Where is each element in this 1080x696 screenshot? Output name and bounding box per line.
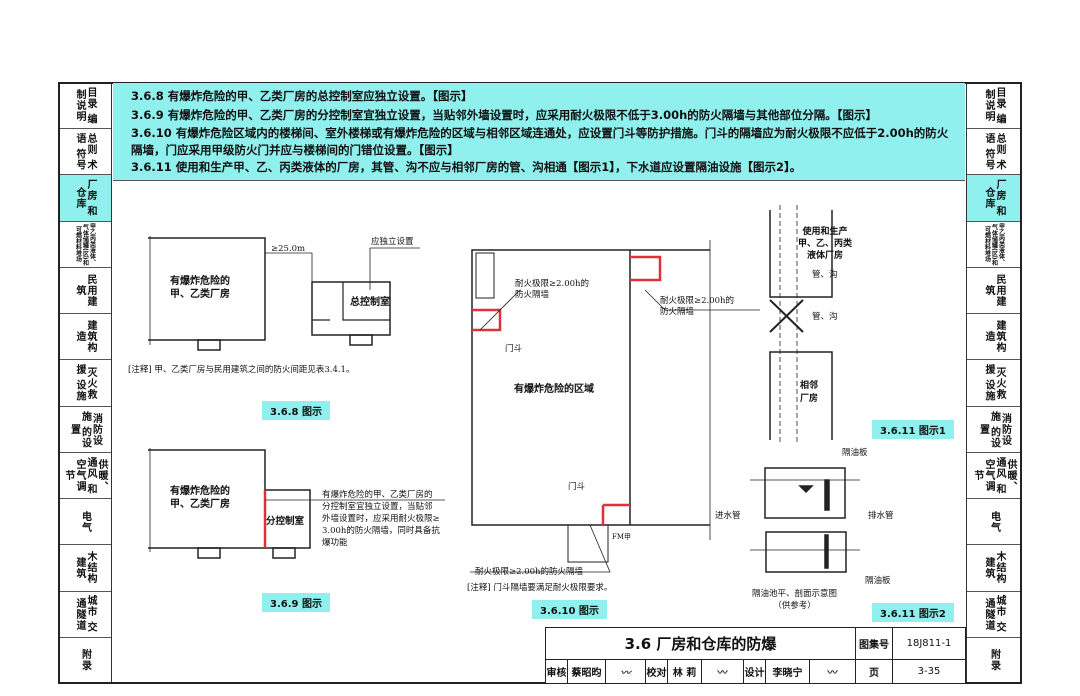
fig3611-inlet: 进水管 — [715, 511, 741, 521]
nav-tab[interactable]: 附录 — [988, 649, 1000, 672]
fig3610-note: [注释] 门斗隔墙要满足耐火极限要求。 — [467, 583, 613, 593]
fig3610-vestibule: 门斗 — [505, 344, 523, 354]
clause-3-6-11: 3.6.11 使用和生产甲、乙、丙类液体的厂房，其管、沟不应与相邻厂房的管、沟相… — [131, 160, 802, 174]
nav-tab[interactable]: 建筑构造 — [59, 314, 111, 361]
nav-tab[interactable]: 城市 交通隧道 — [59, 592, 111, 638]
atlas-label: 图集号 — [856, 628, 893, 659]
clause-3-6-8: 3.6.8 有爆炸危险的甲、乙类厂房的总控制室应独立设置。【图示】 — [131, 89, 473, 103]
fig368-note: [注释] 甲、乙类厂房与民用建筑之间的防火间距见表3.4.1。 — [128, 365, 355, 375]
fig3611-neighbor: 相邻 厂房 — [800, 381, 819, 404]
fig3611-baffle-top: 隔油板 — [842, 448, 868, 458]
nav-tab[interactable]: 电气 — [967, 499, 1021, 546]
nav-tab[interactable]: 甲乙丙类液体、气体储罐(区)和可燃材料堆场 — [967, 222, 1021, 268]
page-number: 3-35 — [917, 666, 941, 677]
nav-tab[interactable]: 灭火救援 设施 — [967, 360, 1021, 407]
reviewer-signature: 〰 — [606, 660, 646, 683]
fig3610-zone: 有爆炸危险的区域 — [514, 384, 594, 395]
fig368-caption: 3.6.8 图示 — [262, 401, 330, 420]
nav-tab[interactable]: 目录 编制说明 — [59, 83, 111, 130]
fig-3-6-10-plan — [470, 240, 760, 573]
fig-3-6-9-plan — [148, 448, 445, 559]
nav-tab[interactable]: 供暖、通风 和空气调节 — [967, 453, 1021, 500]
nav-tab[interactable]: 总则 术语 符号 — [59, 129, 111, 176]
fig3611-caption1: 3.6.11 图示1 — [872, 420, 954, 439]
fig368-callout: 应独立设置 — [371, 237, 414, 247]
nav-tab[interactable]: 总则 术语 符号 — [967, 129, 1021, 176]
fig3611-building: 使用和生产 甲、乙、丙类 液体厂房 — [798, 227, 853, 261]
reviewer-name: 蔡昭昀 — [568, 660, 606, 683]
fig3611-baffle-bottom: 隔油板 — [865, 576, 891, 586]
clause-3-6-10: 3.6.10 有爆炸危险区域内的楼梯间、室外楼梯或有爆炸危险的区域与相邻区域连通… — [131, 126, 949, 157]
nav-tab[interactable]: 甲乙丙类液体、气体储罐(区)和可燃材料堆场 — [59, 222, 111, 268]
nav-tab[interactable]: 民用建筑 — [59, 268, 111, 315]
fig368-room-label: 总控制室 — [350, 297, 390, 308]
nav-tab[interactable]: 民用建筑 — [967, 268, 1021, 315]
checker-name: 林 莉 — [668, 660, 702, 683]
fig3610-caption: 3.6.10 图示 — [532, 600, 607, 619]
fig3611-outlet: 排水管 — [868, 511, 894, 521]
nav-tab[interactable]: 目录 编制说明 — [967, 83, 1021, 130]
fig368-distance: ≥25.0m — [271, 244, 306, 254]
nav-tab[interactable]: 电气 — [59, 499, 111, 546]
fig369-callout: 有爆炸危险的甲、乙类厂房的 分控制室宜独立设置，当贴邻 外墙设置时，应采用耐火极… — [322, 490, 440, 548]
nav-tab[interactable]: 消防设施 的设置 — [59, 407, 111, 453]
fig368-building-label: 有爆炸危险的 甲、乙类厂房 — [170, 276, 230, 300]
design-label: 设计 — [744, 660, 766, 683]
checker-signature: 〰 — [702, 660, 744, 683]
nav-tab-active[interactable]: 厂房 和仓库 — [59, 175, 111, 222]
fig3611-trap-title: 隔油池平、剖面示意图 （供参考） — [752, 589, 838, 611]
clause-text-block: 3.6.8 有爆炸危险的甲、乙类厂房的总控制室应独立设置。【图示】 3.6.9 … — [113, 83, 965, 181]
fig3611-pipe1: 管、沟 — [812, 270, 838, 280]
fig3610-wall-bottom: 耐火极限≥2.00h的防火隔墙 — [475, 567, 584, 577]
nav-tab[interactable]: 供暖、通风 和空气调节 — [59, 453, 111, 500]
title-block: 3.6 厂房和仓库的防爆 图集号 18J811-1 审核 蔡昭昀 〰 校对 林 … — [545, 627, 966, 684]
clause-3-6-9: 3.6.9 有爆炸危险的甲、乙类厂房的分控制室宜独立设置，当贴邻外墙设置时，应采… — [131, 108, 878, 122]
review-label: 审核 — [546, 660, 568, 683]
fig369-caption: 3.6.9 图示 — [262, 593, 330, 612]
fig3611-caption2: 3.6.11 图示2 — [872, 603, 954, 622]
fig3610-vestibule2: 门斗 — [568, 482, 586, 492]
sheet-title: 3.6 厂房和仓库的防爆 — [546, 628, 856, 659]
designer-name: 李晓宁 — [766, 660, 810, 683]
fig369-room-label: 分控制室 — [266, 516, 305, 527]
nav-tab[interactable]: 灭火救援 设施 — [59, 360, 111, 407]
nav-tab[interactable]: 附录 — [79, 649, 91, 672]
nav-tab[interactable]: 消防设施 的设置 — [967, 407, 1021, 453]
fig3610-wall-top: 耐火极限≥2.00h的 防火隔墙 — [515, 279, 590, 300]
fig3610-door: FM甲 — [612, 533, 632, 541]
fig-3-6-11-diagrams — [750, 205, 860, 573]
fig3610-wall-right: 耐火极限≥2.00h的 防火隔墙 — [660, 296, 735, 317]
nav-tab[interactable]: 城市 交通隧道 — [967, 592, 1021, 638]
nav-tab[interactable]: 木结构 建筑 — [59, 545, 111, 592]
fig3611-pipe2: 管、沟 — [812, 312, 838, 322]
check-label: 校对 — [646, 660, 668, 683]
page-label: 页 — [856, 660, 893, 683]
atlas-number: 18J811-1 — [906, 638, 952, 649]
fig369-building-label: 有爆炸危险的 甲、乙类厂房 — [170, 486, 230, 510]
nav-tab[interactable]: 建筑构造 — [967, 314, 1021, 361]
nav-tab[interactable]: 木结构 建筑 — [967, 545, 1021, 592]
fig-3-6-8-plan — [148, 236, 420, 351]
nav-tab-active[interactable]: 厂房 和仓库 — [967, 175, 1021, 222]
designer-signature: 〰 — [810, 660, 856, 683]
